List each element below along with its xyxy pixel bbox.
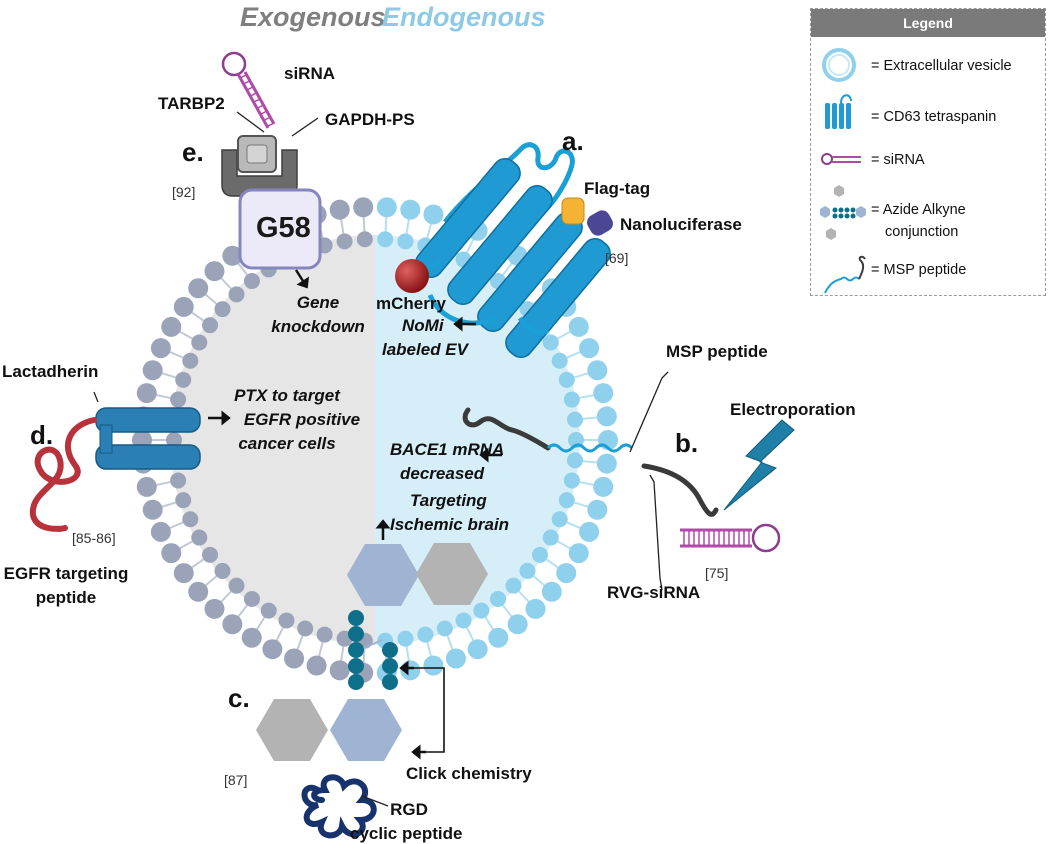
ref-87: [87] (224, 772, 248, 788)
legend-title: Legend (811, 9, 1045, 37)
legend-item-conjunction: conjunction (885, 224, 959, 240)
label-ptx-3: cancer cells (238, 434, 336, 453)
ref-75: [75] (705, 565, 729, 581)
connector-lines (93, 111, 669, 807)
label-sirna: siRNA (284, 64, 336, 83)
hexagon-outer-blue (330, 699, 402, 761)
label-cyclic-peptide: cyclic peptide (350, 824, 463, 843)
sirna-rvg-icon (680, 523, 781, 553)
label-decreased: decreased (400, 464, 485, 483)
rgd-cyclic-peptide-icon (301, 774, 377, 839)
panel-a-label: a. (562, 126, 584, 156)
hexagon-outer-gray (256, 699, 328, 761)
msp-peptide-icon (462, 407, 719, 517)
sirna-icon (821, 153, 861, 165)
legend-box: Legend = Extrace (810, 8, 1046, 296)
label-rvg-sirna: RVG-siRNA (607, 583, 701, 602)
header-exogenous: Exogenous (240, 2, 386, 32)
label-ptx-1: PTX to target (234, 386, 340, 405)
tetraspanin-icon (825, 94, 852, 129)
ref-85-86: [85-86] (72, 530, 116, 546)
label-tarbp2: TARBP2 (158, 94, 225, 113)
header-endogenous: Endogenous (382, 2, 546, 32)
panel-d-label: d. (30, 420, 54, 450)
ref-69: [69] (605, 250, 629, 266)
cd63-tetraspanin (415, 142, 611, 358)
label-nanoluciferase: Nanoluciferase (620, 215, 742, 234)
legend-item-msp: = MSP peptide (871, 262, 967, 278)
label-bace1: BACE1 mRNA (390, 440, 505, 459)
sirna-top-icon (221, 51, 276, 129)
hexagon-inner-blue (347, 544, 419, 606)
electroporation-icon (723, 419, 795, 511)
label-flag-tag: Flag-tag (584, 179, 651, 198)
label-rgd: RGD (390, 800, 428, 819)
label-egfr-targeting: EGFR targeting (3, 564, 129, 583)
label-g58: G58 (256, 212, 311, 244)
legend-item-vesicle: = Extracellular vesicle (871, 58, 1012, 74)
panel-b-label: b. (675, 428, 699, 458)
hexagon-inner-gray (416, 543, 488, 605)
label-click-chemistry: Click chemistry (406, 764, 532, 783)
label-mcherry: mCherry (376, 294, 446, 313)
tarbp2-icon (237, 135, 277, 173)
legend-item-azide-alkyne: = Azide Alkyne (871, 202, 966, 218)
mcherry-icon (395, 259, 441, 293)
label-targeting: Targeting (410, 491, 487, 510)
panel-e-label: e. (182, 137, 204, 167)
flag-tag-icon (561, 197, 585, 225)
legend-item-cd63: = CD63 tetraspanin (871, 109, 997, 125)
azide-alkyne-chain (348, 610, 398, 690)
ref-92: [92] (172, 184, 196, 200)
label-electroporation: Electroporation (730, 400, 856, 419)
panel-c-label: c. (228, 683, 250, 713)
vesicle-icon (822, 48, 856, 82)
label-egfr-peptide: peptide (35, 588, 97, 607)
label-labeled-ev: labeled EV (382, 340, 468, 359)
label-knockdown: knockdown (271, 317, 365, 336)
arrows (208, 269, 502, 760)
egfr-peptide-icon (29, 417, 97, 532)
azide-alkyne-icon (820, 185, 866, 240)
label-msp-peptide: MSP peptide (666, 342, 768, 361)
label-nomi: NoMi (402, 316, 444, 335)
label-lactadherin: Lactadherin (2, 362, 99, 381)
msp-peptide-legend-icon (824, 255, 866, 294)
label-gapdh-ps: GAPDH-PS (325, 110, 415, 129)
label-gene: Gene (296, 293, 340, 312)
label-ischemic-brain: Ischemic brain (390, 515, 510, 534)
nanoluciferase-icon (587, 210, 613, 236)
legend-icons (820, 48, 866, 294)
g58-icon (238, 188, 322, 270)
label-ptx-2: EGFR positive (243, 410, 361, 429)
legend-item-sirna: = siRNA (871, 152, 925, 168)
